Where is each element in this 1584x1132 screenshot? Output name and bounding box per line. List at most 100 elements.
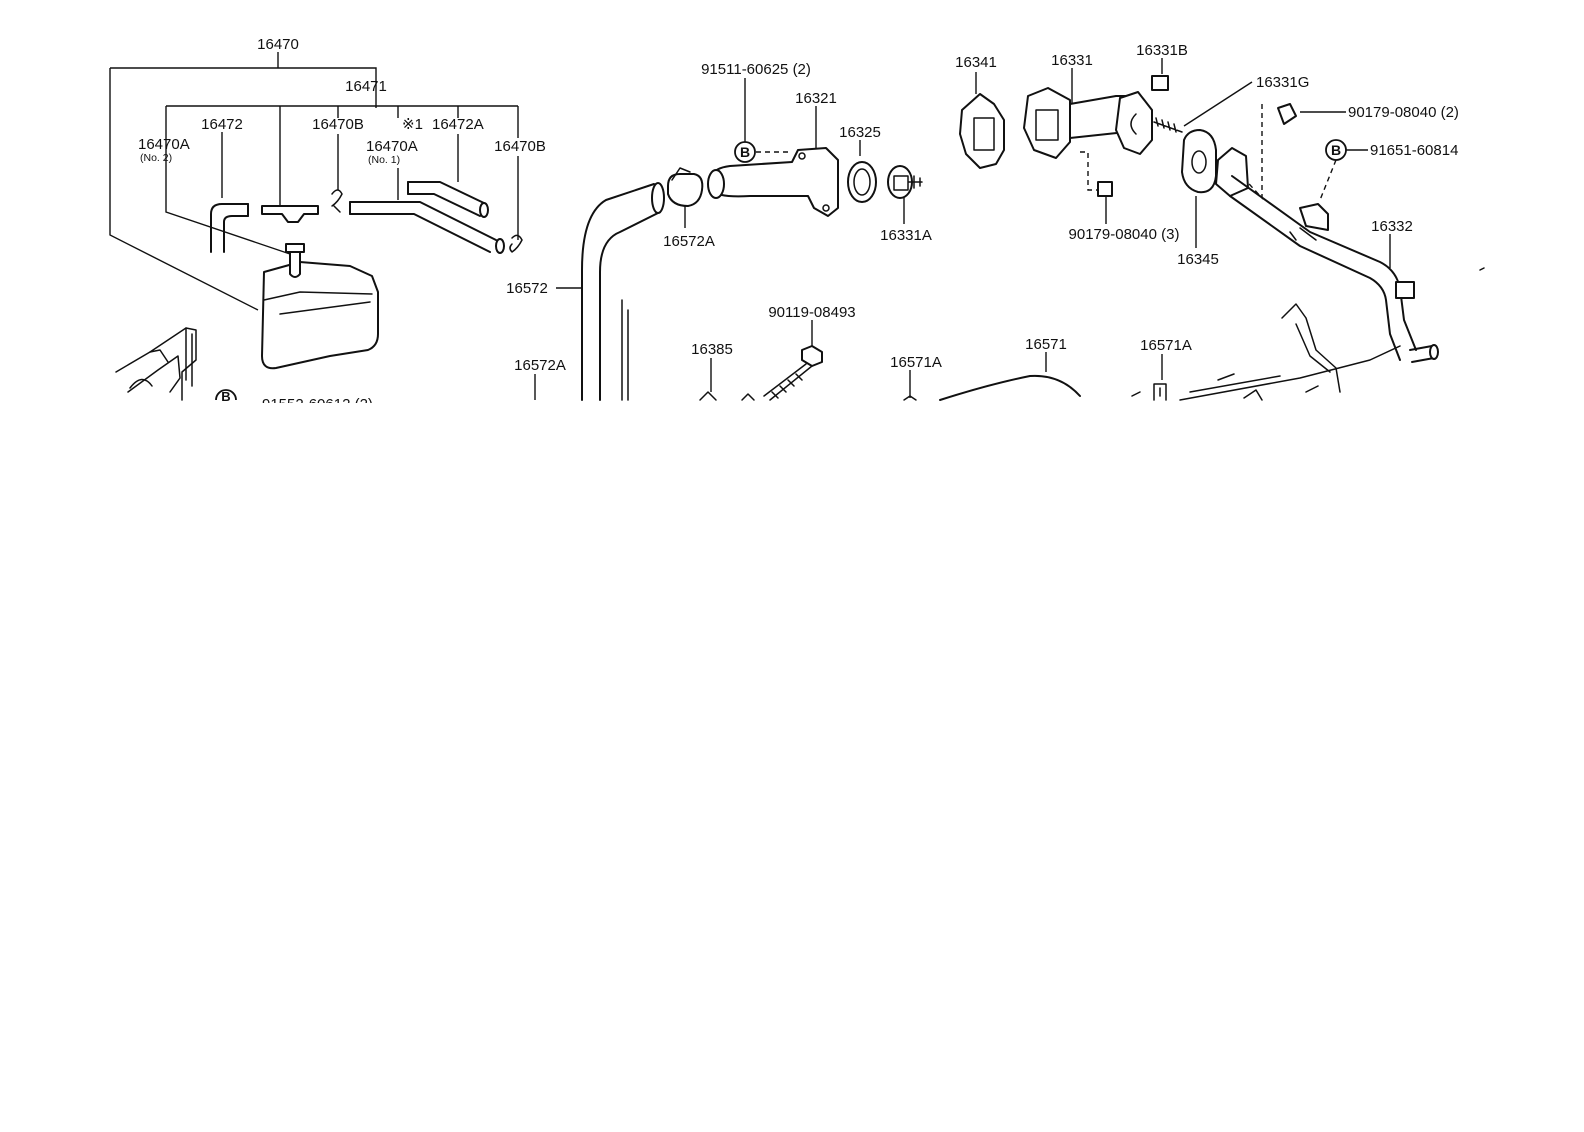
water-outlet-group xyxy=(534,78,923,401)
pipe-lower-run xyxy=(1179,345,1401,401)
label-no1-note: (No. 1) xyxy=(368,154,400,166)
bolt-90119-shank xyxy=(763,363,813,401)
clamp-16571A-a xyxy=(903,395,917,401)
hose-16571 xyxy=(939,374,1081,401)
dash-b3 xyxy=(1319,159,1337,201)
gasket-16325 xyxy=(847,161,877,203)
label-16470: 16470 xyxy=(257,36,299,53)
label-16331B: 16331B xyxy=(1136,42,1188,59)
label-16341: 16341 xyxy=(955,54,997,71)
label-90179-3: 90179-08040 (3) xyxy=(1069,226,1180,243)
hose-16572-inner xyxy=(599,211,661,401)
label-90179-2: 90179-08040 (2) xyxy=(1348,104,1459,121)
bypass-outlet-flange xyxy=(1023,87,1071,159)
label-16345: 16345 xyxy=(1177,251,1219,268)
part-labels: 16470 16471 16472 16470B ※1 16472A 16470… xyxy=(138,36,1459,374)
gasket-16341 xyxy=(959,93,1005,169)
hose-clamp-tab xyxy=(671,167,691,181)
label-16331: 16331 xyxy=(1051,52,1093,69)
hose-16571-end xyxy=(1131,391,1141,397)
label-16471: 16471 xyxy=(345,78,387,95)
water-outlet-opening xyxy=(707,169,725,199)
pipe-16332-outlet xyxy=(1409,345,1435,363)
bolt-16385-part xyxy=(741,393,755,401)
leader-16470-tank xyxy=(109,68,259,311)
engine-bracket-detail xyxy=(129,349,169,389)
hose-16572-opening xyxy=(651,182,665,214)
label-no2-note: (No. 2) xyxy=(140,152,172,164)
engine-bracket-inner xyxy=(127,355,181,393)
label-16331G: 16331G xyxy=(1256,74,1309,91)
hose-16472A-opening xyxy=(479,202,489,218)
pipe-16332-flange xyxy=(1215,147,1249,197)
stud-16331G xyxy=(1153,117,1183,133)
label-16571A-a: 16571A xyxy=(890,354,942,371)
label-16385: 16385 xyxy=(691,341,733,358)
bolt-90119-head xyxy=(801,345,823,367)
hose-16572-lower xyxy=(621,299,629,401)
label-16332: 16332 xyxy=(1371,218,1413,235)
label-90119: 90119-08493 xyxy=(768,304,855,321)
label-16571A-b: 16571A xyxy=(1140,337,1192,354)
label-16321: 16321 xyxy=(795,90,837,107)
clamp-16571A-b xyxy=(1153,383,1167,401)
label-partial-cropped: 91552-60612 (2) xyxy=(262,396,373,413)
pipe-16332-outlet-end xyxy=(1429,344,1439,360)
clamp-16470B-a xyxy=(331,189,343,213)
thermostat-detail xyxy=(893,175,923,191)
dash-90179-3 xyxy=(1080,151,1098,191)
marker-b-2 xyxy=(1325,139,1347,161)
label-16331A: 16331A xyxy=(880,227,932,244)
water-outlet-bolt-hole-2 xyxy=(822,204,830,212)
label-16571: 16571 xyxy=(1025,336,1067,353)
hose-16470A-no1-bottom xyxy=(349,213,491,253)
label-note-mark: ※1 xyxy=(402,116,423,133)
gasket-16341-inner xyxy=(973,117,995,151)
water-outlet-16321 xyxy=(711,147,839,217)
label-91651: 91651-60814 xyxy=(1370,142,1458,159)
marker-b-3-text: B xyxy=(221,389,230,404)
reservoir-neck xyxy=(289,247,301,278)
engine-bracket-outline xyxy=(115,327,197,401)
gasket-16325-inner xyxy=(853,168,871,196)
nut-90179-3 xyxy=(1097,181,1113,197)
bypass-outlet-port-2 xyxy=(1130,113,1137,135)
pipe-lower-bracket xyxy=(1281,303,1341,393)
gasket-16345 xyxy=(1181,129,1217,194)
hose-16472-inner xyxy=(223,215,249,253)
pipe-16332-bottom xyxy=(1229,195,1401,361)
label-16470A-no2: 16470A xyxy=(138,136,190,153)
hose-16472A-bottom xyxy=(407,193,481,217)
label-16470A-no1: 16470A xyxy=(366,138,418,155)
reservoir-group xyxy=(109,52,523,401)
leader-16470A-no2 xyxy=(165,106,291,255)
hose-16470A-no1-opening xyxy=(495,238,505,254)
label-16472: 16472 xyxy=(201,116,243,133)
reservoir-tank xyxy=(261,261,379,370)
label-16470B-b: 16470B xyxy=(494,138,546,155)
marker-b-1 xyxy=(734,141,756,163)
label-16472A: 16472A xyxy=(432,116,484,133)
bypass-outlet-flange-port xyxy=(1035,109,1059,141)
reservoir-neck-top xyxy=(285,243,305,253)
nut-90179-2 xyxy=(1277,103,1297,125)
marker-b-2-text: B xyxy=(1331,142,1341,158)
reference-markers: B B B xyxy=(215,139,1347,404)
bypass-pipe-group xyxy=(699,58,1485,401)
reservoir-tank-ridge xyxy=(263,291,373,301)
label-16572A-a: 16572A xyxy=(663,233,715,250)
bypass-outlet-flange-2 xyxy=(1115,91,1153,155)
label-16325: 16325 xyxy=(839,124,881,141)
pipe-16332-bracket xyxy=(1299,203,1329,231)
label-16572: 16572 xyxy=(506,280,548,297)
engine-bracket-ribs xyxy=(185,327,193,387)
part-16385 xyxy=(699,391,717,401)
hose-16472A-top xyxy=(407,181,487,205)
marker-b-3 xyxy=(215,389,237,401)
speck xyxy=(1479,267,1485,271)
gasket-16345-hole xyxy=(1191,150,1207,174)
clamp-16470B-b xyxy=(509,234,523,253)
label-16470B-a: 16470B xyxy=(312,116,364,133)
hose-16470A-no1-top xyxy=(349,201,497,241)
